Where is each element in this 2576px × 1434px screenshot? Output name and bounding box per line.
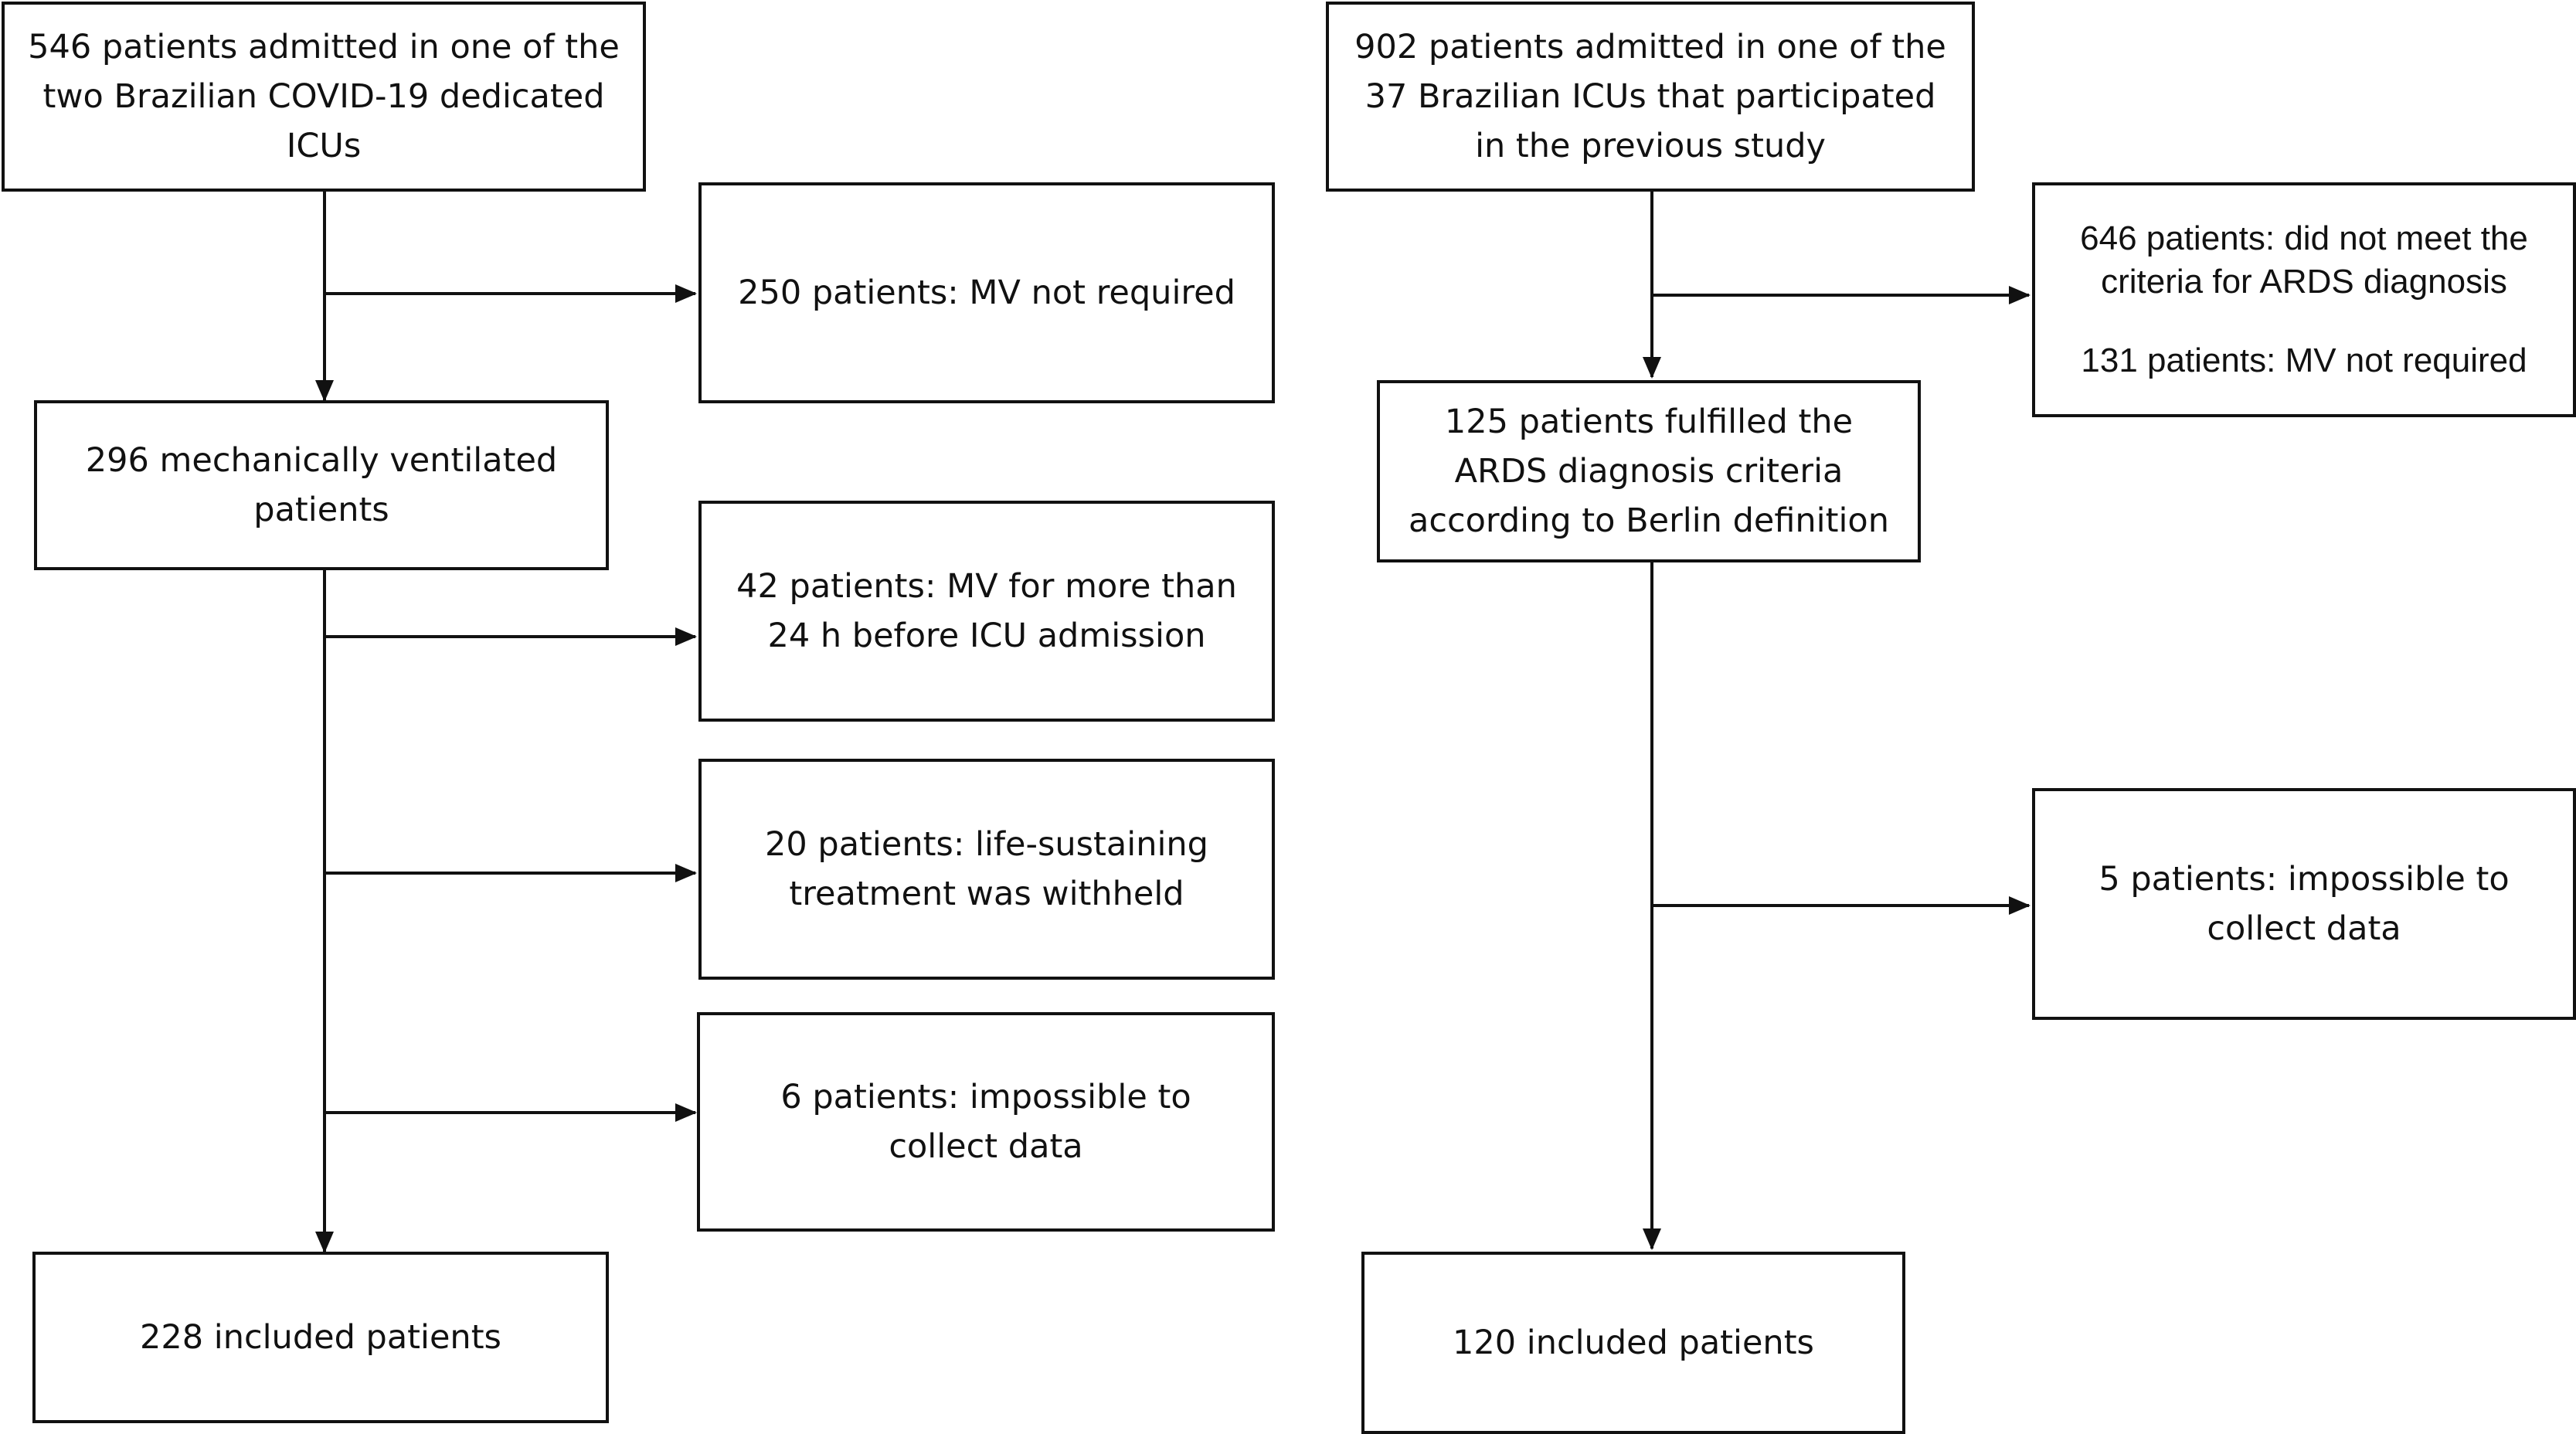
left-exclusion-3-text-2: treatment was withheld <box>789 875 1184 913</box>
left-step2-box: 296 mechanically ventilated patients <box>34 400 609 570</box>
right-step2-text-2: ARDS diagnosis criteria <box>1454 452 1844 491</box>
right-exclusion-1a-text-2: criteria for ARDS diagnosis <box>2101 263 2507 301</box>
right-result-text: 120 included patients <box>1453 1324 1814 1362</box>
right-exclusion-2-text-1: 5 patients: impossible to <box>2099 860 2510 899</box>
right-exclusion-2-text-2: collect data <box>2207 909 2401 948</box>
left-start-box: 546 patients admitted in one of the two … <box>2 2 646 192</box>
right-exclusion-box-1: 646 patients: did not meet the criteria … <box>2032 182 2576 417</box>
left-exclusion-4-text-1: 6 patients: impossible to <box>780 1078 1191 1116</box>
left-step2-text-1: 296 mechanically ventilated <box>85 441 558 480</box>
left-exclusion-4-text-2: collect data <box>889 1127 1083 1166</box>
left-step2-text-2: patients <box>253 491 389 529</box>
left-exclusion-box-1: 250 patients: MV not required <box>698 182 1275 403</box>
right-step2-text-1: 125 patients fulfilled the <box>1444 403 1854 441</box>
right-start-box: 902 patients admitted in one of the 37 B… <box>1326 2 1975 192</box>
left-exclusion-2-text-1: 42 patients: MV for more than <box>736 567 1237 606</box>
right-start-text-2: 37 Brazilian ICUs that participated <box>1364 77 1936 116</box>
right-exclusion-1a-text-1: 646 patients: did not meet the <box>2080 219 2528 257</box>
left-exclusion-3-text-1: 20 patients: life-sustaining <box>765 825 1208 864</box>
left-exclusion-2-text-2: 24 h before ICU admission <box>767 617 1206 655</box>
left-start-text-2: two Brazilian COVID-19 dedicated <box>42 77 605 116</box>
left-result-box: 228 included patients <box>32 1252 609 1423</box>
right-step2-text-3: according to Berlin definition <box>1408 501 1889 540</box>
right-start-text-1: 902 patients admitted in one of the <box>1354 28 1946 66</box>
left-exclusion-box-4: 6 patients: impossible to collect data <box>697 1012 1275 1232</box>
left-result-text: 228 included patients <box>140 1318 501 1357</box>
left-start-text-3: ICUs <box>286 127 362 165</box>
right-exclusion-box-2: 5 patients: impossible to collect data <box>2032 788 2576 1020</box>
right-start-text-3: in the previous study <box>1475 127 1826 165</box>
left-start-text-1: 546 patients admitted in one of the <box>28 28 620 66</box>
left-exclusion-1-text: 250 patients: MV not required <box>738 274 1235 312</box>
right-step2-box: 125 patients fulfilled the ARDS diagnosi… <box>1377 380 1921 562</box>
left-exclusion-box-3: 20 patients: life-sustaining treatment w… <box>698 759 1275 980</box>
left-exclusion-box-2: 42 patients: MV for more than 24 h befor… <box>698 501 1275 722</box>
right-result-box: 120 included patients <box>1361 1252 1905 1434</box>
right-exclusion-1b-text: 131 patients: MV not required <box>2081 342 2527 379</box>
